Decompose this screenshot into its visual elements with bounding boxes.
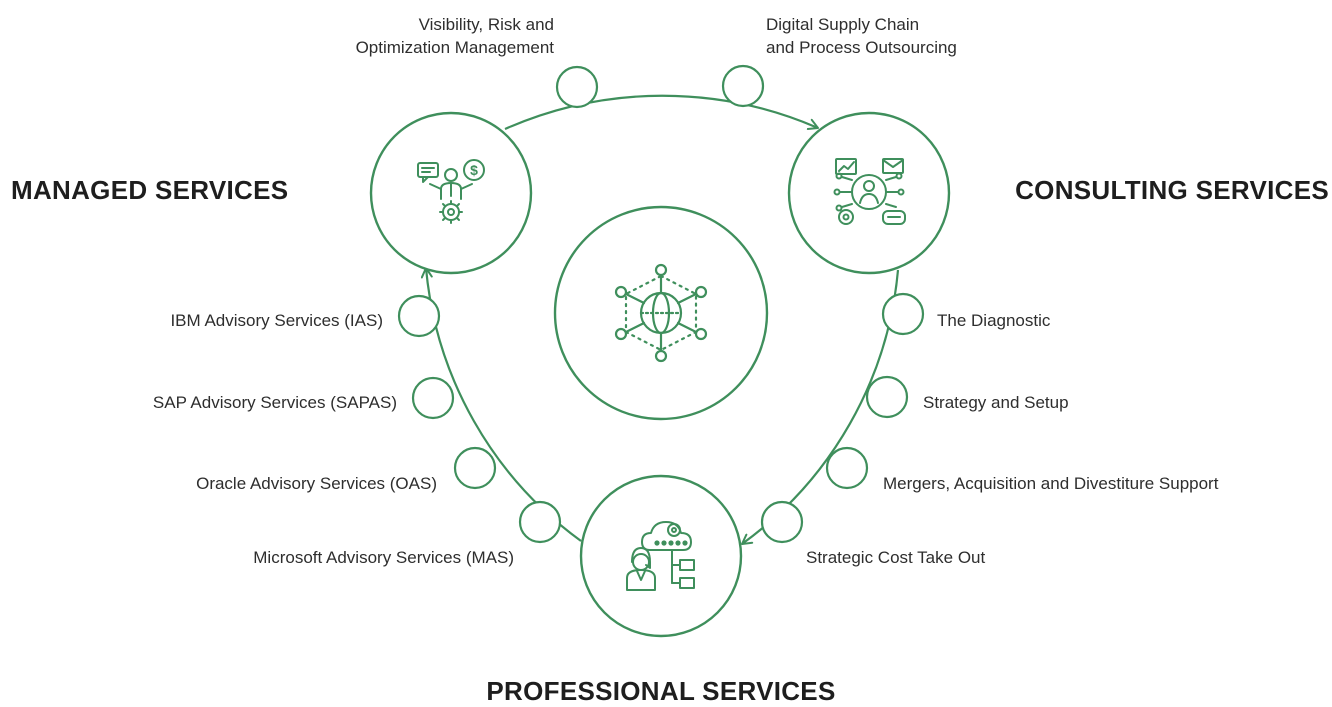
consulting-services-title: CONSULTING SERVICES bbox=[1015, 175, 1329, 205]
label-left-3: Oracle Advisory Services (OAS) bbox=[196, 474, 437, 493]
cloud-professional-icon bbox=[626, 521, 695, 591]
label-left-4: Microsoft Advisory Services (MAS) bbox=[253, 548, 514, 567]
step-node-top-2[interactable] bbox=[721, 64, 765, 108]
svg-text:$: $ bbox=[470, 162, 478, 178]
label-top-2: Digital Supply Chain and Process Outsour… bbox=[766, 13, 957, 59]
global-network-icon bbox=[614, 263, 708, 363]
step-node-right-3[interactable] bbox=[825, 446, 869, 490]
label-right-2: Strategy and Setup bbox=[923, 393, 1069, 412]
label-right-4: Strategic Cost Take Out bbox=[806, 548, 986, 567]
managed-services-title: MANAGED SERVICES bbox=[11, 175, 289, 205]
label-top-1-line-2: Optimization Management bbox=[355, 38, 554, 57]
manager-finance-gear-icon: $ bbox=[417, 159, 485, 224]
consultant-network-icon bbox=[833, 158, 906, 225]
professional-hub-circle[interactable] bbox=[579, 474, 743, 638]
step-node-left-1[interactable] bbox=[397, 294, 441, 338]
label-left-2: SAP Advisory Services (SAPAS) bbox=[152, 393, 397, 412]
step-node-left-4[interactable] bbox=[518, 500, 562, 544]
step-node-right-4[interactable] bbox=[760, 500, 804, 544]
professional-services-title: PROFESSIONAL SERVICES bbox=[486, 676, 836, 706]
label-top-2-line-1: Digital Supply Chain bbox=[766, 15, 920, 34]
step-nodes bbox=[397, 64, 925, 544]
label-top-1-line-1: Visibility, Risk and bbox=[418, 15, 554, 34]
label-top-2-line-2: and Process Outsourcing bbox=[766, 38, 957, 57]
step-node-left-2[interactable] bbox=[411, 376, 455, 420]
step-node-right-1[interactable] bbox=[881, 292, 925, 336]
step-node-left-3[interactable] bbox=[453, 446, 497, 490]
step-node-top-1[interactable] bbox=[555, 65, 599, 109]
label-right-1: The Diagnostic bbox=[937, 311, 1051, 330]
arc-managed-to-consulting bbox=[504, 94, 819, 131]
label-top-1: Visibility, Risk and Optimization Manage… bbox=[356, 13, 554, 59]
label-left-1: IBM Advisory Services (IAS) bbox=[170, 311, 383, 330]
label-right-3: Mergers, Acquisition and Divestiture Sup… bbox=[883, 474, 1219, 493]
step-node-right-2[interactable] bbox=[865, 375, 909, 419]
